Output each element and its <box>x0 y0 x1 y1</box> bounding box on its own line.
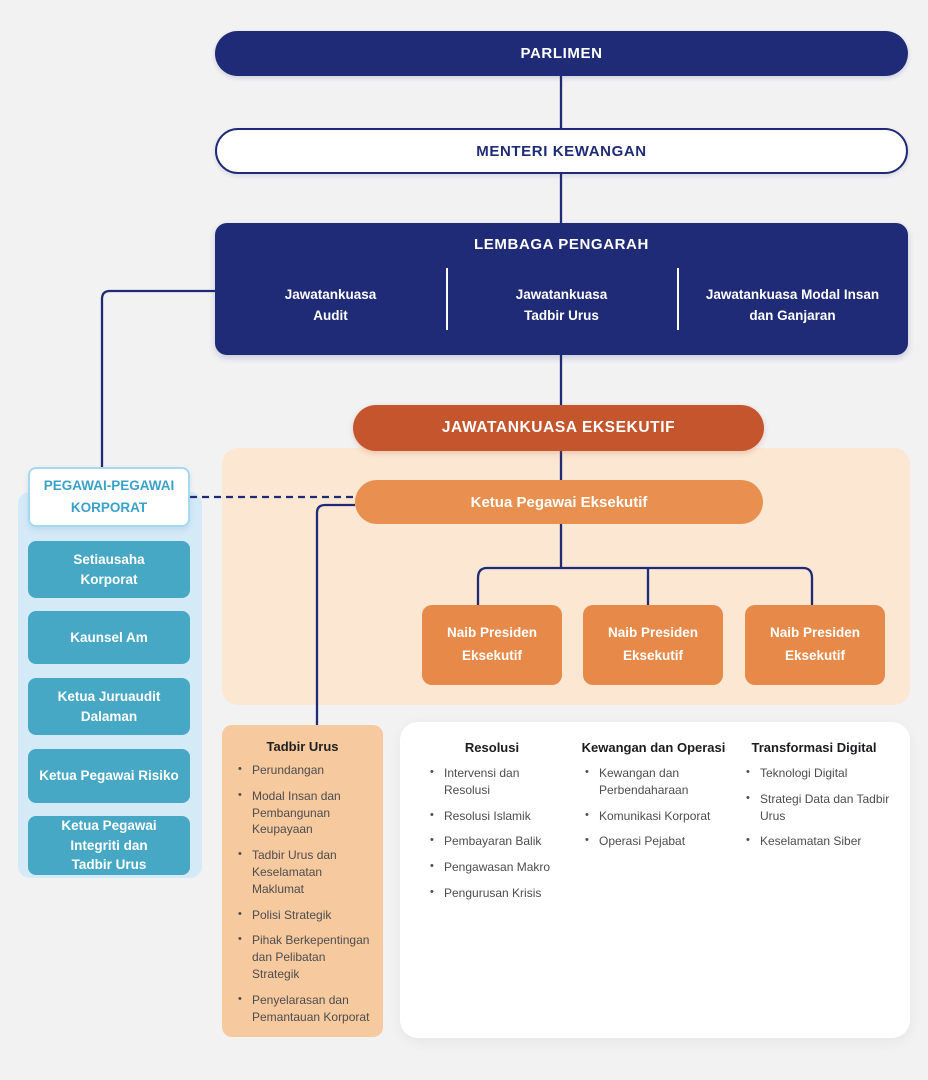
list-item: Pihak Berkepentingan dan Pelibatan Strat… <box>234 932 375 982</box>
list-item: Intervensi dan Resolusi <box>426 765 562 799</box>
pegawai-korporat-header: PEGAWAI-PEGAWAI KORPORAT <box>28 467 190 527</box>
kewangan-operasi-list: Kewangan dan Perbendaharaan Komunikasi K… <box>581 765 730 850</box>
jawatankuasa-eksekutif-label: JAWATANKUASA EKSEKUTIF <box>441 419 676 436</box>
transformasi-digital-list: Teknologi Digital Strategi Data dan Tadb… <box>742 765 890 850</box>
kewangan-operasi-title: Kewangan dan Operasi <box>581 740 726 755</box>
list-item: Perundangan <box>234 762 375 779</box>
resolusi-title: Resolusi <box>464 740 520 755</box>
list-item: Keselamatan Siber <box>742 833 890 850</box>
list-item: Pengurusan Krisis <box>426 885 562 902</box>
list-item: Kewangan dan Perbendaharaan <box>581 765 730 799</box>
list-item: Resolusi Islamik <box>426 808 562 825</box>
menteri-kewangan-label: MENTERI KEWANGAN <box>476 142 647 160</box>
ketua-pegawai-eksekutif-label: Ketua Pegawai Eksekutif <box>470 493 648 511</box>
jawatankuasa-eksekutif-box: JAWATANKUASA EKSEKUTIF <box>353 405 764 451</box>
naib-presiden-box-3: Naib Presiden Eksekutif <box>745 605 885 685</box>
officer-kaunsel-am: Kaunsel Am <box>28 611 190 664</box>
committee-tadbir-urus: Jawatankuasa Tadbir Urus <box>515 287 608 323</box>
divisions-box: Resolusi Intervensi dan Resolusi Resolus… <box>400 722 910 1038</box>
list-item: Tadbir Urus dan Keselamatan Maklumat <box>234 847 375 897</box>
menteri-kewangan-box: MENTERI KEWANGAN <box>215 128 908 174</box>
tadbir-urus-list: Perundangan Modal Insan dan Pembangunan … <box>234 762 375 1025</box>
committee-divider <box>677 268 679 330</box>
parlimen-box: PARLIMEN <box>215 31 908 76</box>
list-item: Teknologi Digital <box>742 765 890 782</box>
list-item: Komunikasi Korporat <box>581 808 730 825</box>
list-item: Pengawasan Makro <box>426 859 562 876</box>
officer-ketua-juruaudit-dalaman: Ketua Juruaudit Dalaman <box>28 678 190 735</box>
resolusi-list: Intervensi dan Resolusi Resolusi Islamik… <box>426 765 562 902</box>
list-item: Strategi Data dan Tadbir Urus <box>742 791 890 825</box>
committee-divider <box>446 268 448 330</box>
line-lembaga-korporat <box>100 289 215 467</box>
kewangan-operasi-column: Kewangan dan Operasi Kewangan dan Perben… <box>577 740 730 859</box>
parlimen-label: PARLIMEN <box>520 45 603 62</box>
transformasi-digital-title: Transformasi Digital <box>751 740 877 755</box>
committee-row: Jawatankuasa Audit Jawatankuasa Tadbir U… <box>215 271 908 341</box>
list-item: Polisi Strategik <box>234 907 375 924</box>
officer-setiausaha-korporat: Setiausaha Korporat <box>28 541 190 598</box>
naib-presiden-box-2: Naib Presiden Eksekutif <box>583 605 723 685</box>
officer-ketua-pegawai-integriti: Ketua Pegawai Integriti dan Tadbir Urus <box>28 816 190 875</box>
lembaga-pengarah-title: LEMBAGA PENGARAH <box>474 236 649 253</box>
line-ceo-tadbir-urus <box>315 503 355 727</box>
transformasi-digital-column: Transformasi Digital Teknologi Digital S… <box>738 740 890 859</box>
resolusi-column: Resolusi Intervensi dan Resolusi Resolus… <box>422 740 562 911</box>
ketua-pegawai-eksekutif-box: Ketua Pegawai Eksekutif <box>355 480 763 524</box>
lembaga-pengarah-box: LEMBAGA PENGARAH Jawatankuasa Audit Jawa… <box>215 223 908 355</box>
officer-ketua-pegawai-risiko: Ketua Pegawai Risiko <box>28 749 190 803</box>
committee-modal-insan: Jawatankuasa Modal Insan dan Ganjaran <box>705 287 880 323</box>
naib-presiden-box-1: Naib Presiden Eksekutif <box>422 605 562 685</box>
list-item: Operasi Pejabat <box>581 833 730 850</box>
list-item: Pembayaran Balik <box>426 833 562 850</box>
tadbir-urus-division-box: Tadbir Urus Perundangan Modal Insan dan … <box>222 725 383 1037</box>
bracket-naib-presiden <box>476 566 814 605</box>
committee-audit: Jawatankuasa Audit <box>284 287 377 323</box>
tadbir-urus-title: Tadbir Urus <box>266 739 339 754</box>
list-item: Penyelarasan dan Pemantauan Korporat <box>234 992 375 1026</box>
list-item: Modal Insan dan Pembangunan Keupayaan <box>234 788 375 838</box>
